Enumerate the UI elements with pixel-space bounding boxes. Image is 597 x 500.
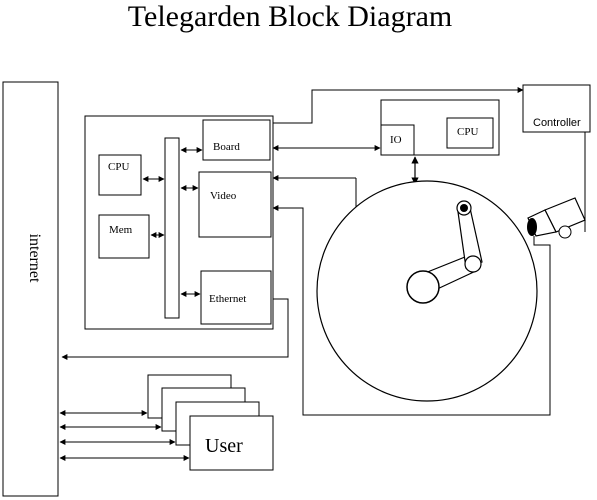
- ethernet-label: Ethernet: [209, 293, 246, 305]
- video-box: [198, 171, 272, 238]
- cpu-right-box: [446, 117, 494, 149]
- ethernet-internet-link: [61, 298, 289, 360]
- system-bus: [164, 137, 180, 319]
- robot-box: [380, 99, 500, 156]
- cpu-right-label: CPU: [457, 126, 478, 138]
- controller-label: Controller: [533, 117, 581, 129]
- board-label: Board: [213, 141, 240, 153]
- cpu-left-label: CPU: [108, 161, 129, 173]
- video-label: Video: [210, 190, 237, 202]
- ethernet-box: [200, 270, 272, 325]
- camera-video-link: [272, 205, 551, 416]
- io-label: IO: [390, 134, 402, 146]
- io-box: [380, 124, 415, 156]
- camera-icon: [527, 197, 586, 239]
- robot-arm-icon: [406, 200, 483, 304]
- diagram-title: Telegarden Block Diagram: [128, 0, 452, 33]
- board-box: [202, 119, 271, 161]
- server-box: [84, 115, 274, 330]
- user-label: User: [205, 435, 243, 457]
- board-controller-link: [273, 87, 524, 124]
- controller-box: [522, 84, 591, 133]
- internet-box: [2, 81, 59, 497]
- mem-box: [98, 214, 150, 259]
- user-stack: [147, 374, 274, 471]
- internet-label: internet: [26, 234, 43, 283]
- cpu-left-box: [98, 154, 142, 196]
- mem-label: Mem: [109, 224, 133, 236]
